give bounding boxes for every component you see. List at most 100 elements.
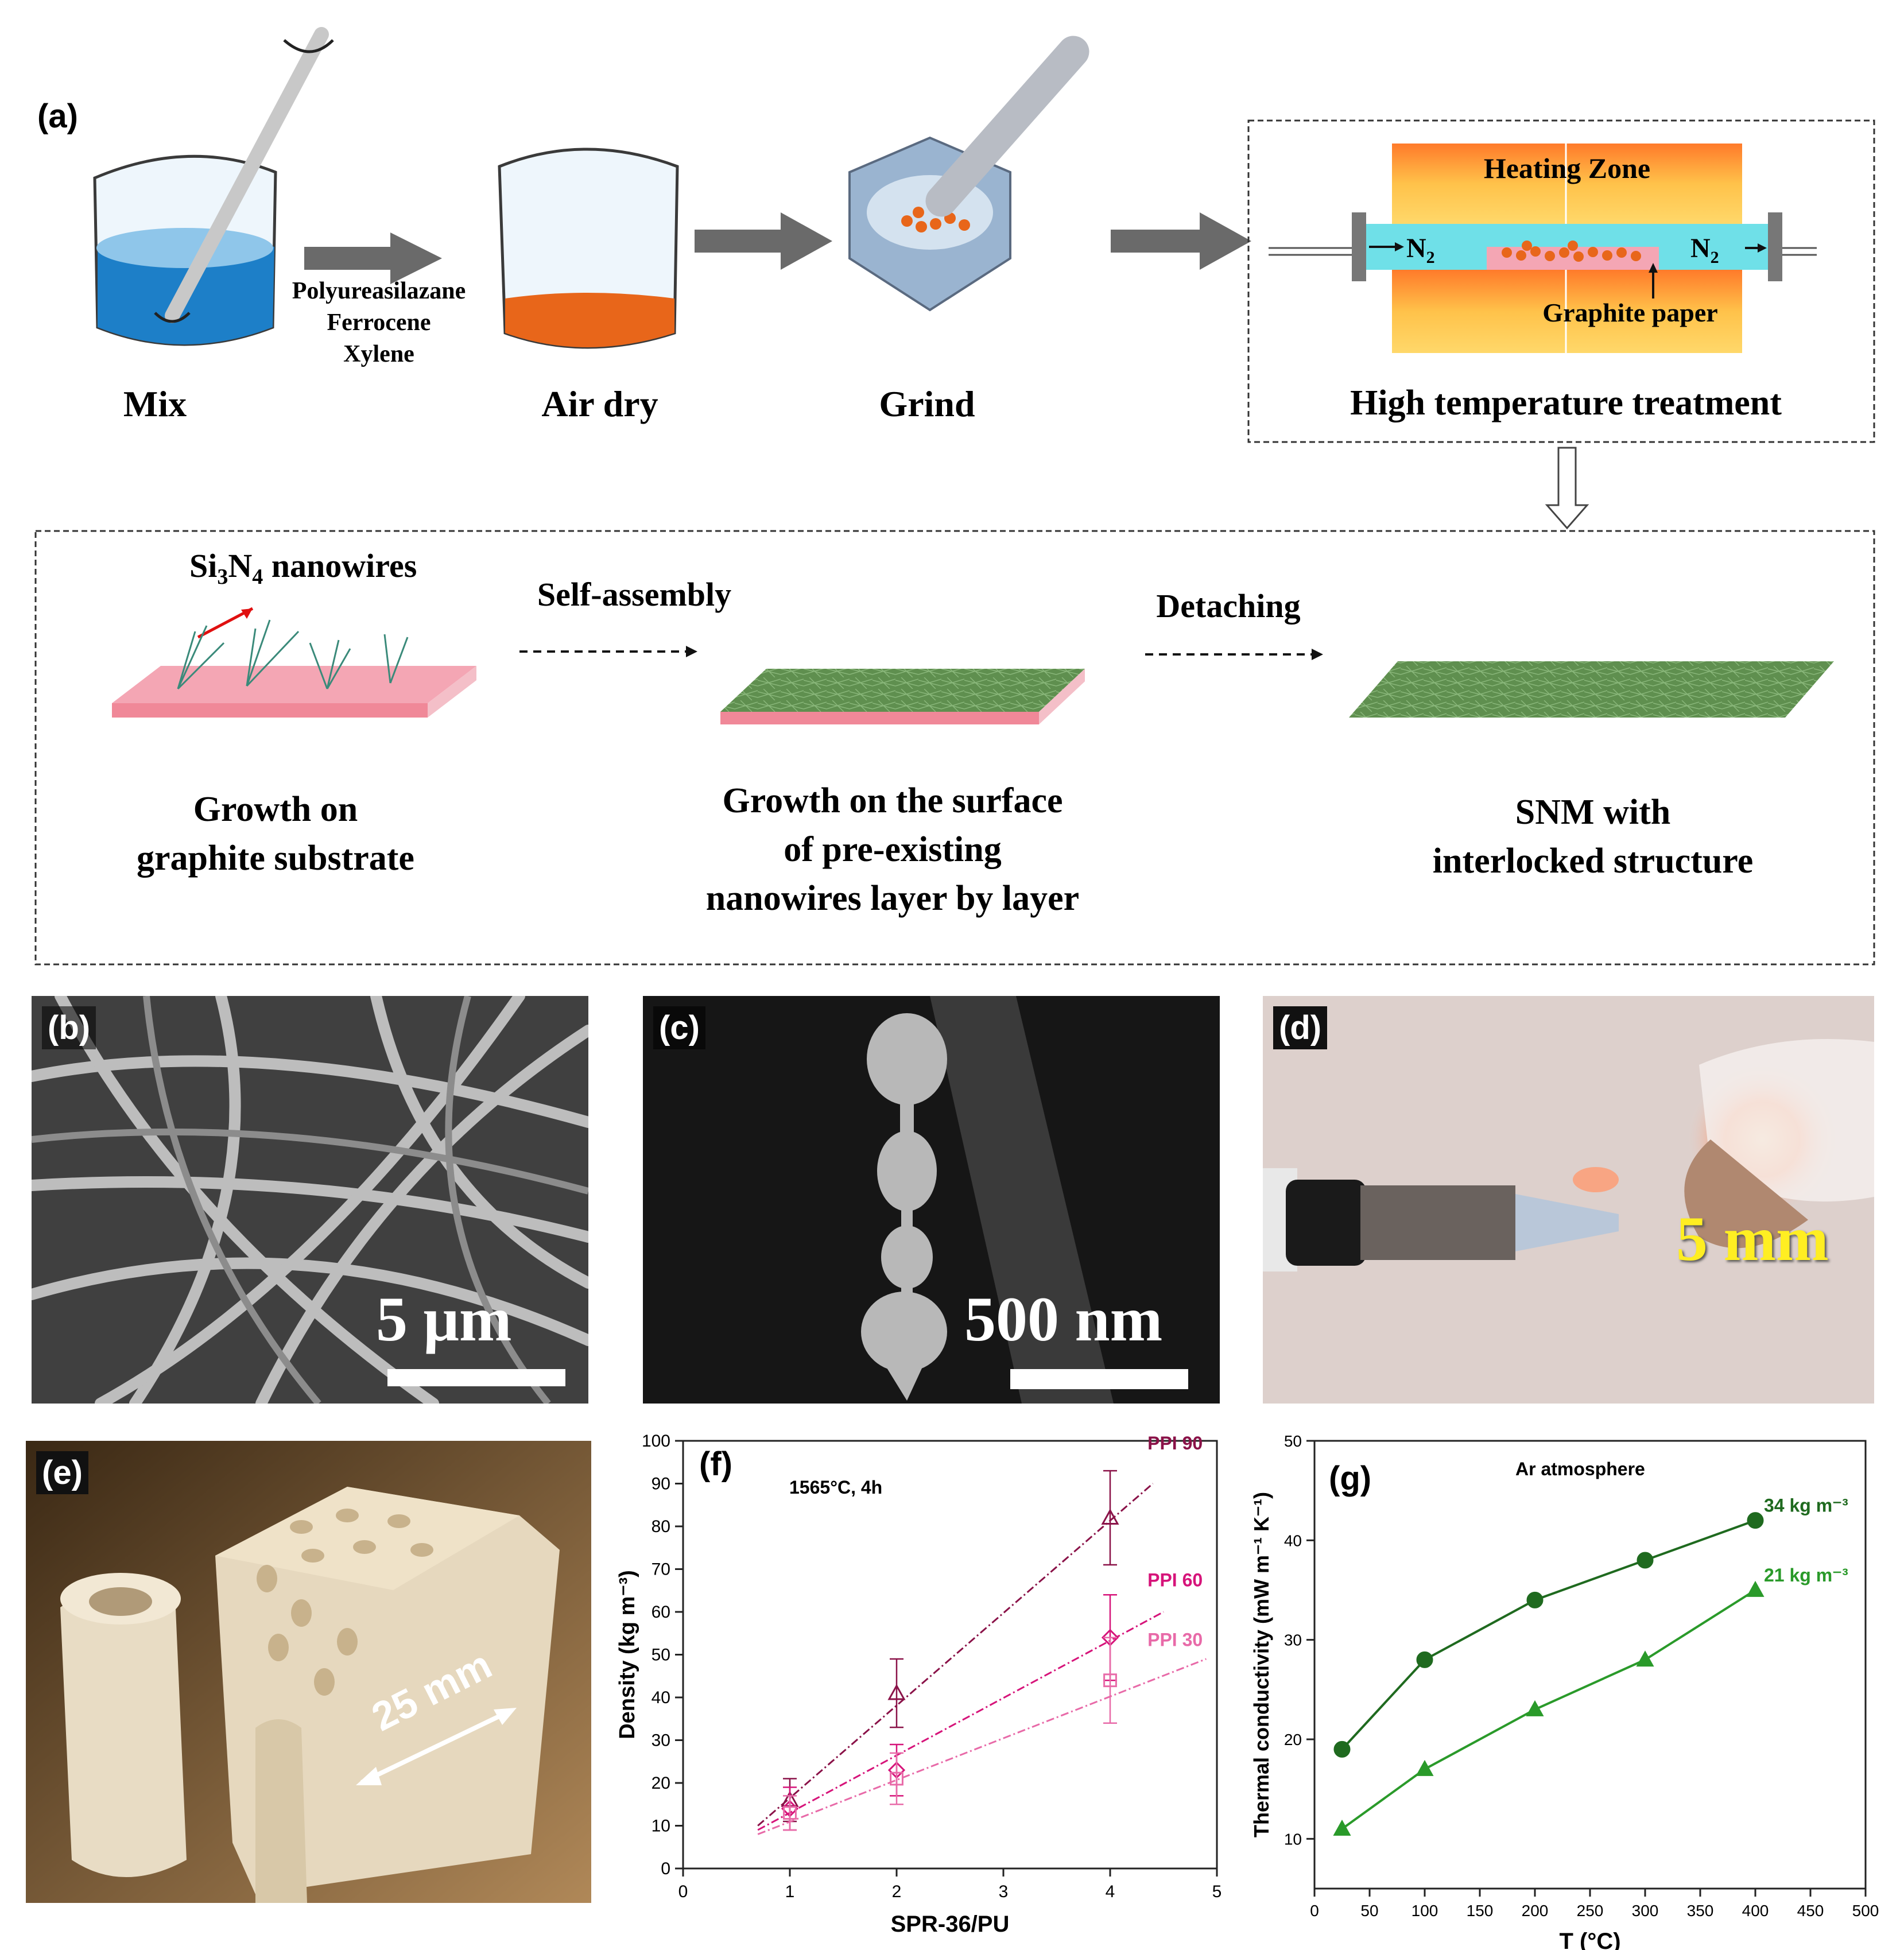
x-tick-label: 500 <box>1852 1902 1879 1920</box>
panel-e-foam-photo: (e) 25 mm <box>26 1441 591 1903</box>
graphite-substrate <box>112 666 476 703</box>
detached-membrane <box>1349 661 1834 718</box>
stage1-line1: Growth on <box>193 790 358 829</box>
series-label: PPI 30 <box>1147 1630 1203 1650</box>
series-label: 21 kg m⁻³ <box>1764 1565 1848 1585</box>
data-point <box>1526 1591 1544 1608</box>
series-line <box>1341 1589 1756 1830</box>
x-tick-label: 1 <box>785 1882 795 1901</box>
x-tick-label: 400 <box>1742 1902 1769 1920</box>
detaching-label: Detaching <box>1156 587 1300 625</box>
stage2-line1: Growth on the surface <box>723 781 1063 820</box>
x-tick-label: 2 <box>892 1882 902 1901</box>
data-point <box>1747 1512 1764 1529</box>
step-air-dry: Air dry <box>541 383 658 424</box>
panel-d-label: (d) <box>1273 1006 1328 1049</box>
reagent-1: Polyureasilazane <box>292 278 466 304</box>
data-point <box>890 1771 903 1786</box>
stage2-line2: of pre-existing <box>784 830 1001 869</box>
x-tick-label: 0 <box>678 1882 688 1901</box>
arrow-3 <box>1111 212 1251 270</box>
panel-e-label: (e) <box>36 1451 88 1494</box>
nanowire-network <box>32 996 588 1404</box>
y-tick-label: 70 <box>652 1560 670 1579</box>
x-tick-label: 3 <box>999 1882 1009 1901</box>
series-label: PPI 60 <box>1147 1569 1203 1590</box>
air-dry-beaker <box>498 148 679 349</box>
y-tick-label: 10 <box>1284 1830 1302 1848</box>
heating-zone-top <box>1392 144 1742 224</box>
x-tick-label: 50 <box>1360 1902 1378 1920</box>
stage3-line1: SNM with <box>1515 793 1670 832</box>
panel-c-scale-bar <box>1010 1369 1188 1389</box>
x-tick-label: 200 <box>1522 1902 1549 1920</box>
panel-d-flame-photo: (d) 5 mm <box>1263 996 1874 1404</box>
step-mix: Mix <box>123 383 187 424</box>
panel-c-sem-image: (c) 500 nm <box>643 996 1220 1404</box>
chart-f-panel-label: (f) <box>699 1445 732 1483</box>
x-tick-label: 250 <box>1577 1902 1604 1920</box>
panel-d-scale-text: 5 mm <box>1676 1204 1829 1274</box>
x-tick-label: 300 <box>1632 1902 1659 1920</box>
beaded-nanowire <box>643 996 1220 1404</box>
gas-inlet: N2 <box>1406 233 1435 267</box>
panel-b-scale-bar <box>387 1369 565 1386</box>
panel-a-label: (a) <box>37 98 78 135</box>
reagent-2: Ferrocene <box>327 309 431 336</box>
x-tick-label: 0 <box>1310 1902 1319 1920</box>
graphite-paper-label: Graphite paper <box>1542 298 1717 327</box>
step-grind: Grind <box>879 383 975 424</box>
x-axis-label: SPR-36/PU <box>891 1912 1010 1937</box>
x-tick-label: 350 <box>1687 1902 1714 1920</box>
arrow-1 <box>304 232 442 284</box>
gas-outlet: N2 <box>1690 233 1719 267</box>
fit-line <box>757 1658 1207 1835</box>
y-tick-label: 20 <box>1284 1731 1302 1749</box>
panel-b-sem-image: (b) 5 μm <box>32 996 588 1404</box>
y-tick-label: 10 <box>652 1817 670 1836</box>
y-axis-label: Thermal conductivity (mW m⁻¹ K⁻¹) <box>1250 1492 1273 1837</box>
nanowires-label: Si3N4 nanowires <box>189 547 417 589</box>
y-tick-label: 50 <box>652 1646 670 1665</box>
flame-test-scene <box>1263 996 1874 1404</box>
nanowire-sprouts <box>177 619 409 690</box>
series-label: 34 kg m⁻³ <box>1764 1495 1848 1516</box>
y-tick-label: 40 <box>652 1688 670 1707</box>
down-arrow <box>1545 447 1589 530</box>
x-axis-label: T (°C) <box>1559 1929 1620 1950</box>
data-point <box>1526 1700 1544 1716</box>
y-tick-label: 90 <box>652 1475 670 1494</box>
data-point <box>887 1684 906 1700</box>
y-tick-label: 50 <box>1284 1432 1302 1450</box>
heating-zone-bottom <box>1392 270 1742 353</box>
wire-layer-on-substrate <box>720 669 1085 712</box>
y-tick-label: 30 <box>652 1731 670 1750</box>
data-point <box>1103 1673 1117 1688</box>
data-point <box>783 1806 797 1820</box>
data-point <box>1101 1509 1119 1525</box>
data-point <box>1636 1650 1654 1667</box>
series-line <box>1341 1519 1756 1750</box>
fit-line <box>757 1483 1154 1827</box>
y-tick-label: 40 <box>1284 1532 1302 1549</box>
y-tick-label: 60 <box>652 1603 670 1622</box>
heating-zone-label: Heating Zone <box>1484 152 1650 184</box>
stage2-line3: nanowires layer by layer <box>706 879 1079 918</box>
chart-f-frame <box>682 1440 1218 1870</box>
y-axis-label: Density (kg m⁻³) <box>615 1570 639 1739</box>
powder <box>1502 241 1641 262</box>
y-tick-label: 100 <box>642 1432 670 1451</box>
chart-g-panel-label: (g) <box>1329 1460 1371 1497</box>
reagent-3: Xylene <box>343 341 414 367</box>
self-assembly-label: Self-assembly <box>537 576 731 613</box>
mortar-pestle <box>848 36 1089 312</box>
data-point <box>1637 1552 1654 1569</box>
data-point <box>1746 1580 1765 1597</box>
x-tick-label: 5 <box>1212 1882 1222 1901</box>
growth-process-box <box>34 530 1875 966</box>
data-point <box>1416 1651 1433 1668</box>
panel-c-scale-text: 500 nm <box>964 1284 1163 1354</box>
fit-line <box>757 1611 1164 1831</box>
